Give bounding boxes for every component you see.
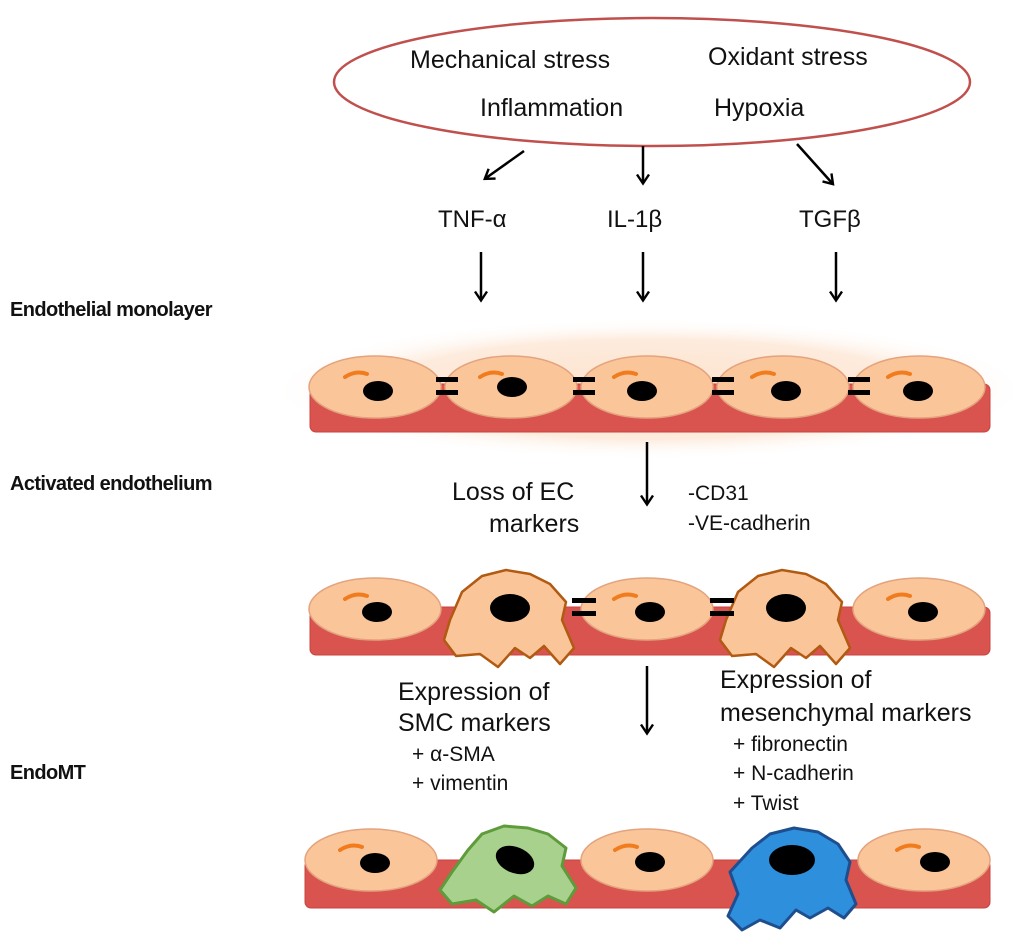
smc-label-line1: Expression of xyxy=(398,678,550,706)
endothelial-cell xyxy=(308,355,442,419)
cell-junction-icon xyxy=(572,598,596,616)
mesenchymal-label-line1: Expression of xyxy=(720,666,872,694)
stimulus-mechanical-stress: Mechanical stress xyxy=(410,46,610,74)
mesenchymal-marker-twist: + Twist xyxy=(733,792,799,815)
endothelial-cell xyxy=(580,828,714,892)
mesenchymal-marker-n-cadherin: + N-cadherin xyxy=(733,762,854,785)
arrow-to-tgfb-icon xyxy=(796,143,835,186)
endothelial-cell xyxy=(580,355,714,419)
activated-cell xyxy=(718,568,852,669)
mesenchymal-cell xyxy=(726,826,858,932)
stage-label-activated: Activated endothelium xyxy=(10,473,212,495)
activated-endothelium xyxy=(308,568,991,669)
endothelial-cell xyxy=(444,355,578,419)
cell-junction-icon xyxy=(710,598,734,616)
endothelial-cell xyxy=(857,828,991,892)
smc-marker-alpha-sma: + α-SMA xyxy=(412,743,495,766)
stimuli-oval xyxy=(332,16,972,148)
smc-marker-vimentin: + vimentin xyxy=(412,772,508,795)
stage-label-endomt: EndoMT xyxy=(10,762,86,784)
endomt-layer xyxy=(304,824,991,932)
endothelial-cell xyxy=(304,828,438,892)
cytokine-tgf-beta: TGFβ xyxy=(799,206,861,233)
stage-label-monolayer: Endothelial monolayer xyxy=(10,299,213,321)
endothelial-cell xyxy=(852,577,986,641)
endothelial-monolayer xyxy=(270,318,1024,460)
mesenchymal-marker-fibronectin: + fibronectin xyxy=(733,733,848,756)
stimulus-inflammation: Inflammation xyxy=(480,94,623,122)
cell-junction-icon xyxy=(848,377,870,395)
loss-marker-cd31: -CD31 xyxy=(688,482,749,505)
loss-marker-ve-cadherin: -VE-cadherin xyxy=(688,512,811,535)
smc-like-cell xyxy=(438,824,578,914)
cytokine-il-1-beta: IL-1β xyxy=(607,206,662,233)
endothelial-cell xyxy=(308,577,442,641)
stimulus-oxidant-stress: Oxidant stress xyxy=(708,43,868,71)
activated-cell xyxy=(442,568,576,669)
loss-label-line1: Loss of EC xyxy=(452,478,574,506)
endothelial-cell xyxy=(580,577,714,641)
loss-label-line2: markers xyxy=(489,510,579,538)
stimulus-hypoxia: Hypoxia xyxy=(714,94,804,122)
cell-junction-icon xyxy=(573,377,595,395)
endothelial-cell xyxy=(852,355,986,419)
smc-label-line2: SMC markers xyxy=(398,709,551,737)
cytokine-tnf-alpha: TNF-α xyxy=(438,206,507,233)
mesenchymal-label-line2: mesenchymal markers xyxy=(720,699,971,727)
cell-junction-icon xyxy=(712,377,734,395)
endothelial-cell xyxy=(716,355,850,419)
cell-junction-icon xyxy=(436,377,458,395)
arrow-to-tnf-icon xyxy=(483,149,525,181)
